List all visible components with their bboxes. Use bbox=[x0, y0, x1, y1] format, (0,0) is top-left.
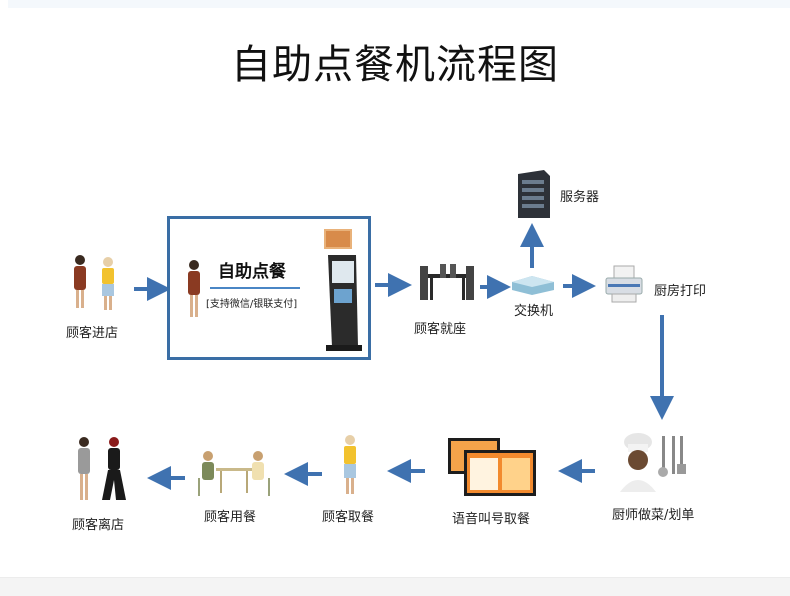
step-label-switch: 交换机 bbox=[514, 304, 554, 319]
payment-methods-note: [支持微信/银联支付] bbox=[206, 299, 298, 310]
customer-icon bbox=[344, 435, 356, 494]
step-label-enter: 顾客进店 bbox=[66, 326, 119, 341]
bottom-bar bbox=[0, 577, 790, 596]
step-label-leave: 顾客离店 bbox=[72, 518, 125, 533]
top-bar bbox=[8, 0, 790, 8]
step-label-server: 服务器 bbox=[560, 190, 600, 205]
network-switch-icon bbox=[512, 276, 554, 295]
customers-icon bbox=[74, 255, 114, 310]
chef-icon bbox=[620, 433, 686, 492]
server-icon bbox=[518, 170, 550, 218]
self-order-box: 自助点餐 [支持微信/银联支付] bbox=[167, 216, 371, 360]
woman-customer-icon bbox=[188, 260, 200, 317]
step-label-call: 语音叫号取餐 bbox=[452, 512, 531, 527]
step-label-print: 厨房打印 bbox=[654, 284, 707, 299]
step-label-eat: 顾客用餐 bbox=[204, 510, 257, 525]
self-order-underline bbox=[210, 287, 300, 289]
kiosk-icon bbox=[324, 229, 362, 351]
leaving-customers-icon bbox=[78, 437, 126, 500]
printer-icon bbox=[605, 265, 643, 303]
step-label-seat: 顾客就座 bbox=[414, 322, 467, 337]
self-order-title: 自助点餐 bbox=[218, 262, 286, 282]
page-title: 自助点餐机流程图 bbox=[231, 42, 559, 88]
call-screen-icon bbox=[448, 438, 536, 496]
step-label-pickup: 顾客取餐 bbox=[322, 510, 375, 525]
dining-table-icon bbox=[420, 264, 474, 300]
diners-icon bbox=[198, 451, 270, 496]
step-label-cook: 厨师做菜/划单 bbox=[612, 508, 695, 523]
